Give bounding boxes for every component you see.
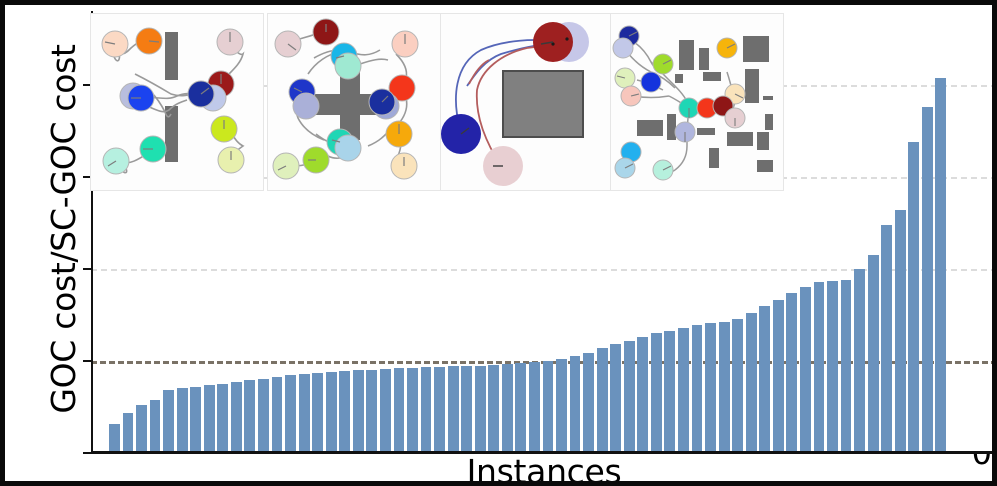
bar [474,365,486,453]
bar [854,268,865,453]
bar [488,364,500,453]
bar [163,390,175,453]
inset-cross-scenario [267,13,441,191]
bar-series [91,11,992,453]
inset-cross-svg [268,14,440,190]
bar [583,352,595,453]
bar [691,325,703,453]
bar [556,359,567,453]
bar [271,376,283,453]
bar [109,423,120,453]
bar [461,365,473,453]
bar [244,380,256,453]
bar [122,413,134,453]
inset-block-scenario [440,13,614,191]
bar [759,305,771,453]
bar [786,292,798,453]
bar [434,367,445,453]
bar [908,141,920,453]
y-tick-mark [83,83,92,86]
bar [393,368,405,453]
y-tick-mark [83,452,92,454]
x-axis-label: Instances [466,451,622,486]
bar [339,371,351,453]
gridline [91,268,992,271]
bar [569,356,581,453]
bar [366,370,378,453]
inset-block-svg [441,14,613,190]
bar [867,255,879,453]
bar [894,209,906,453]
obstacle-block [502,70,584,138]
inset-doorway-svg [91,14,263,190]
bar [705,323,716,453]
inset-clutter-scenario [610,13,784,191]
y-axis-label: GOC cost/SC-GOC cost [43,44,83,414]
inset-doorway-scenario [90,13,264,191]
bar [285,374,296,453]
bar [650,333,662,453]
y-tick-mark [83,267,92,270]
bar [298,373,310,453]
obstacle-wall-top [165,32,178,80]
bar [881,224,893,453]
bar [718,322,730,453]
bar [379,369,391,453]
bar [149,399,161,453]
bar [772,300,784,453]
bar [515,362,527,453]
bar [352,370,364,453]
obstacle-cross-horizontal [314,94,386,115]
bar [840,279,852,453]
bar [325,371,337,453]
bar [176,387,188,453]
bar [203,384,215,453]
bar [745,313,757,453]
bar [637,336,649,453]
bar [827,280,838,453]
bar [217,383,229,453]
bar [623,340,635,453]
obstacle-wall-bottom [165,106,178,162]
bar [732,319,744,453]
x-axis-line [91,451,992,454]
bar [596,348,608,453]
y-axis-line [91,11,93,453]
bar [610,344,622,453]
bar [258,379,269,453]
bar [407,368,418,453]
bar [678,327,689,453]
bar [664,330,676,453]
bar [447,366,459,453]
inset-clutter-svg [611,14,783,190]
bar [136,405,147,453]
bar [529,361,540,453]
bar [799,287,811,453]
bar [935,78,947,453]
bar [312,372,324,453]
bar [420,367,432,453]
bar [230,382,242,453]
bar [501,363,513,453]
bar [813,281,825,453]
bar [190,386,202,453]
bar [542,360,554,453]
y-tick-mark [83,175,92,178]
y-tick-mark [83,359,92,362]
bar [921,106,933,453]
obstacle-group [637,36,773,172]
reference-line-unity [91,360,992,364]
